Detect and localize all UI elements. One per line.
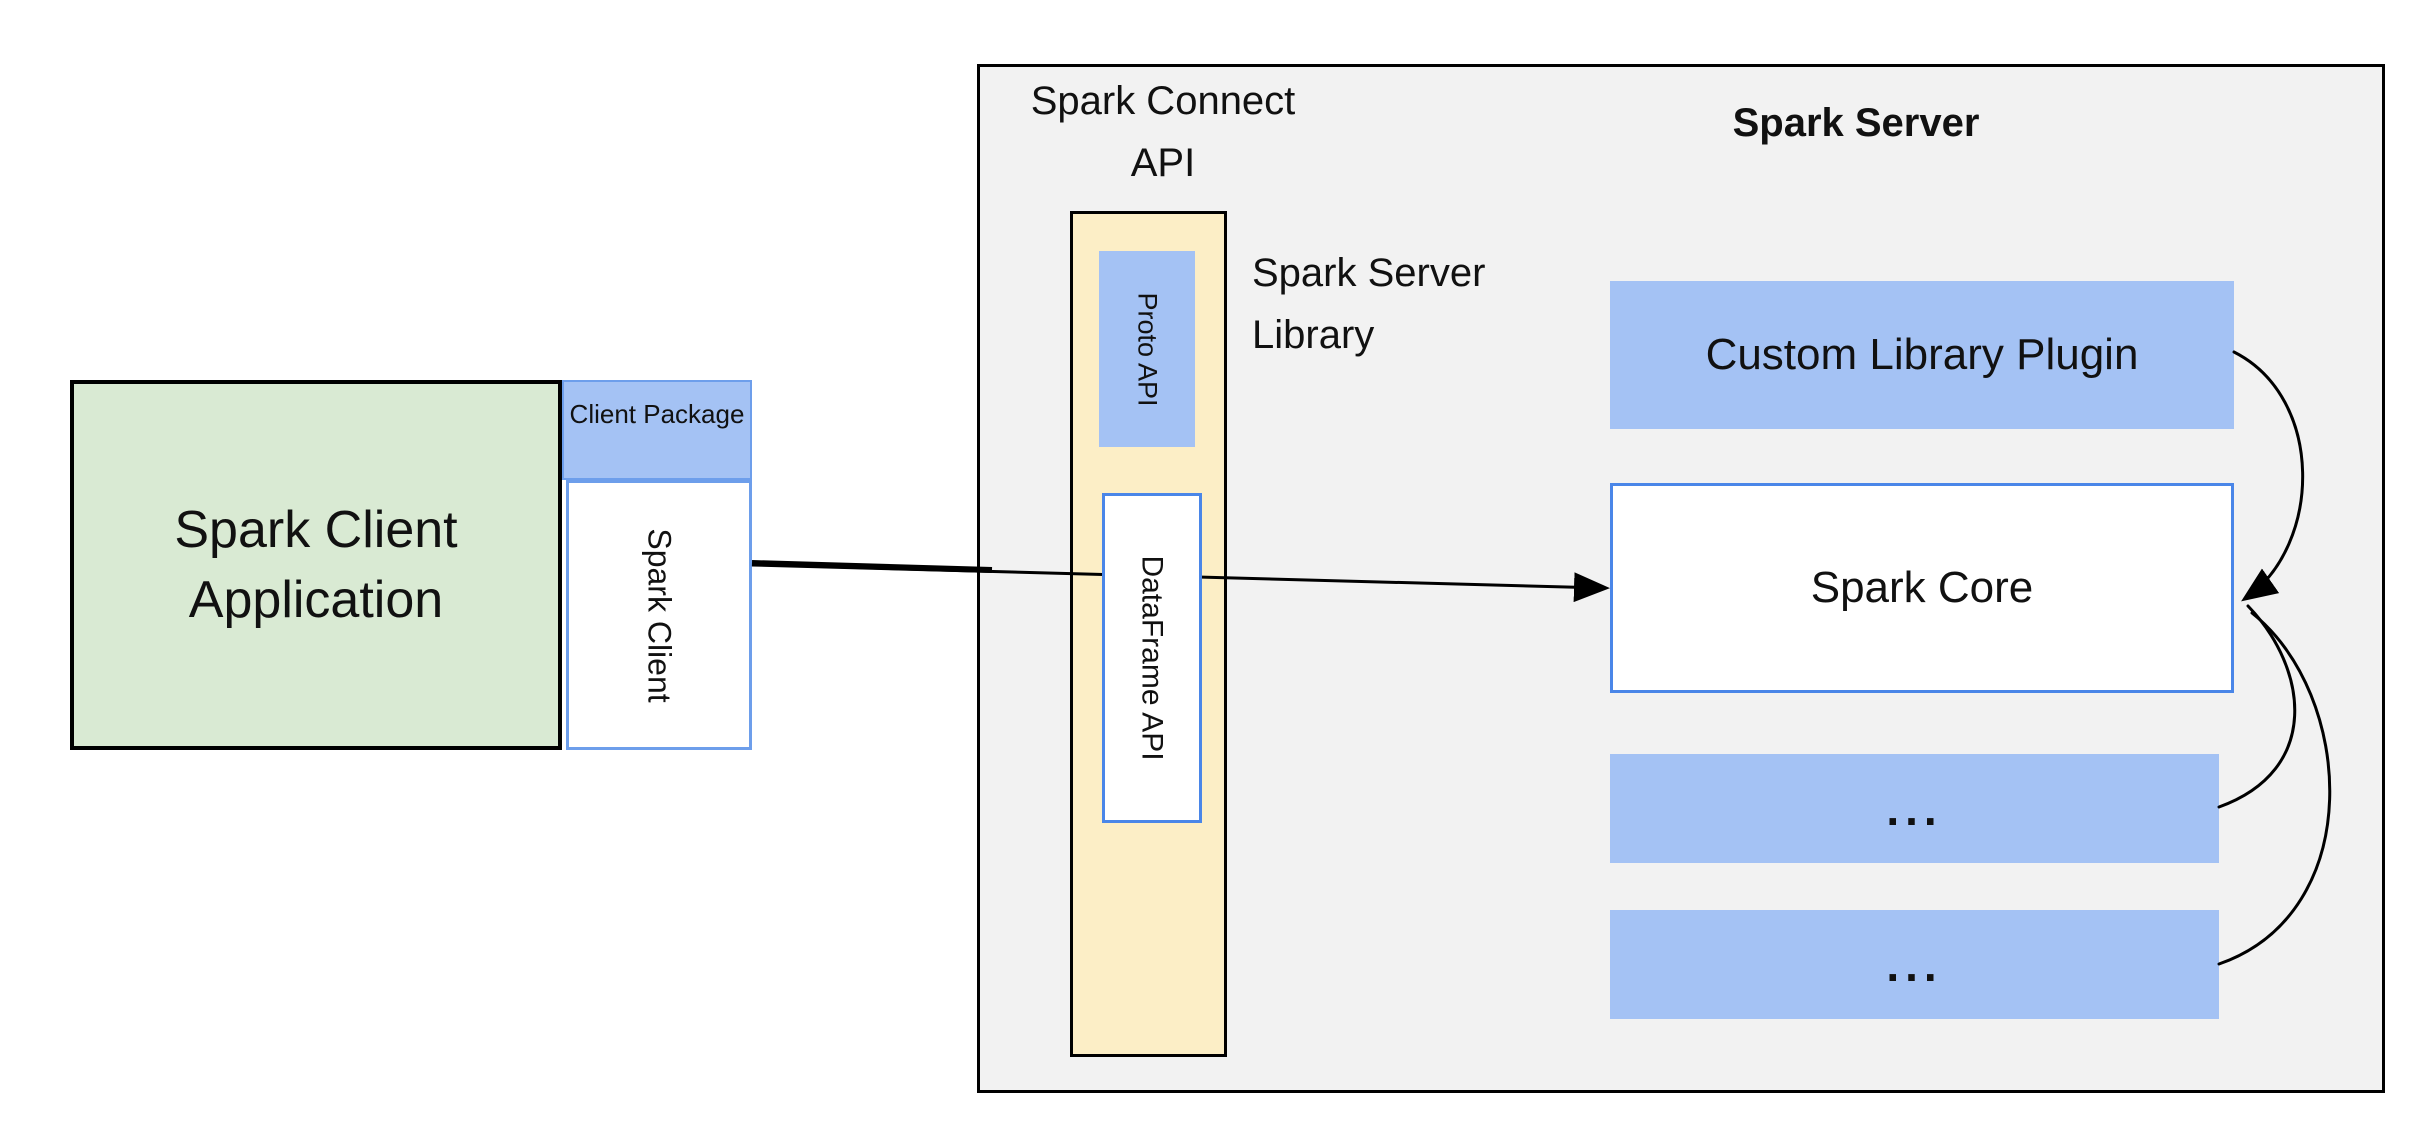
client-arrow-stub — [751, 560, 993, 573]
spark-client-label: Spark Client — [641, 527, 678, 703]
spark-core-box: Spark Core — [1610, 483, 2234, 693]
spark-connect-api-heading: Spark Connect API — [1030, 79, 1296, 185]
custom-library-plugin-box: Custom Library Plugin — [1610, 281, 2234, 429]
module-box-ellipsis-2: ... — [1610, 910, 2219, 1019]
spark-server-library-label: Spark Server Library — [1252, 251, 1486, 357]
client-package-box: Client Package — [562, 380, 752, 480]
dataframe-api-box: DataFrame API — [1102, 493, 1202, 823]
spark-client-box: Spark Client — [566, 480, 752, 750]
module-box-ellipsis-1: ... — [1610, 754, 2219, 863]
proto-api-label: Proto API — [1132, 291, 1163, 407]
dataframe-api-label: DataFrame API — [1136, 555, 1170, 761]
spark-server-heading: Spark Server — [1732, 101, 1980, 145]
spark-client-application-label: Spark Client Application — [174, 501, 458, 629]
proto-api-box: Proto API — [1099, 251, 1195, 447]
spark-client-application-box — [70, 380, 562, 750]
